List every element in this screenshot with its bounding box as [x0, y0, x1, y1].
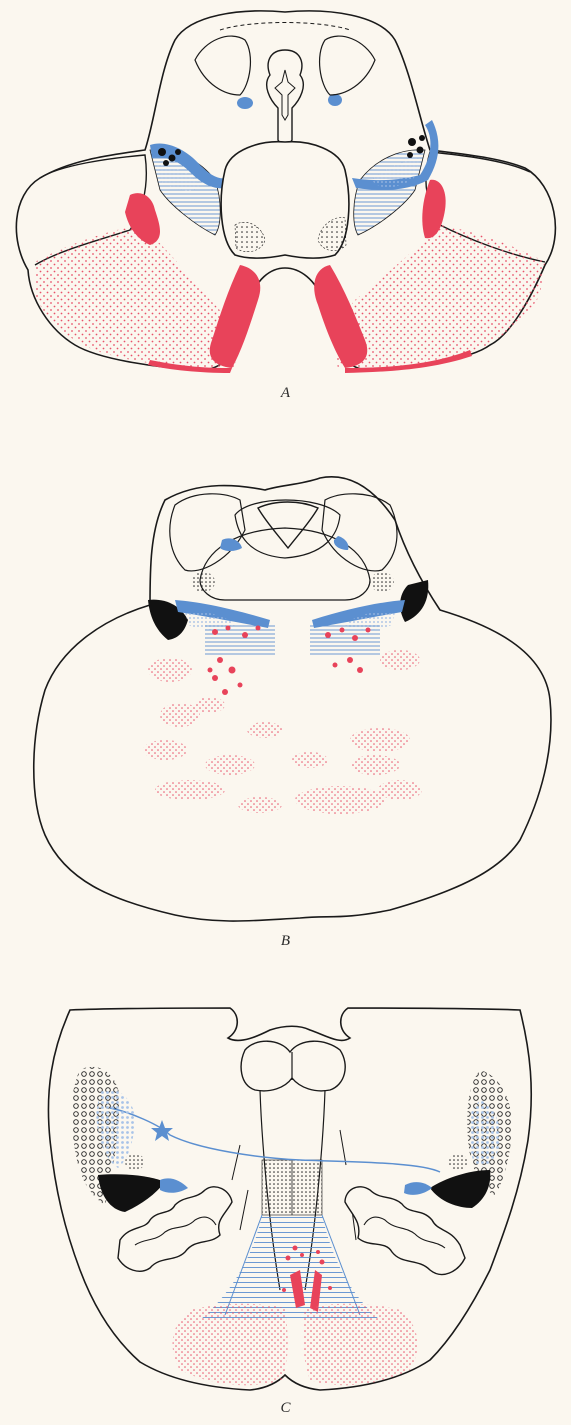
b-right-blue-mark [334, 536, 349, 550]
c-left-black-wedge [98, 1174, 165, 1212]
c-blue-star [151, 1120, 173, 1141]
caption-a: A [0, 385, 571, 402]
c-left-dotted-small [125, 1154, 145, 1170]
figure-a [0, 0, 571, 380]
c-left-red-stipple [173, 1304, 288, 1385]
c-right-blue-wedge [404, 1182, 432, 1195]
right-red-stipple [336, 225, 545, 368]
b-upper-left-structure [170, 494, 245, 571]
figure-c [0, 990, 571, 1400]
b-left-dotted [191, 572, 215, 592]
tectum-dashed [220, 23, 350, 31]
c-right-red-stipple [303, 1304, 417, 1385]
b-pontine-stipple [143, 650, 422, 814]
tectum-outline [195, 36, 375, 95]
c-left-blue-wedge [160, 1178, 188, 1192]
b-upper-right-structure [322, 494, 397, 571]
caption-c: C [0, 1400, 571, 1417]
left-blue-oval [237, 97, 253, 109]
figure-a-drawing [0, 0, 571, 380]
figure-b [0, 460, 571, 930]
caption-b: B [0, 933, 571, 950]
aqueduct [267, 50, 304, 150]
c-pyramids [241, 1041, 345, 1091]
figure-c-drawing [0, 990, 571, 1400]
c-midline-accent-left [232, 1145, 248, 1230]
right-blue-oval [328, 94, 342, 106]
c-right-dotted-small [448, 1154, 468, 1170]
fourth-ventricle [258, 502, 318, 548]
c-right-black-wedge [430, 1170, 490, 1208]
left-red-stipple [35, 225, 236, 368]
b-right-dotted [370, 572, 394, 592]
figure-b-drawing [0, 460, 571, 930]
c-midline-accent-right [340, 1130, 356, 1240]
